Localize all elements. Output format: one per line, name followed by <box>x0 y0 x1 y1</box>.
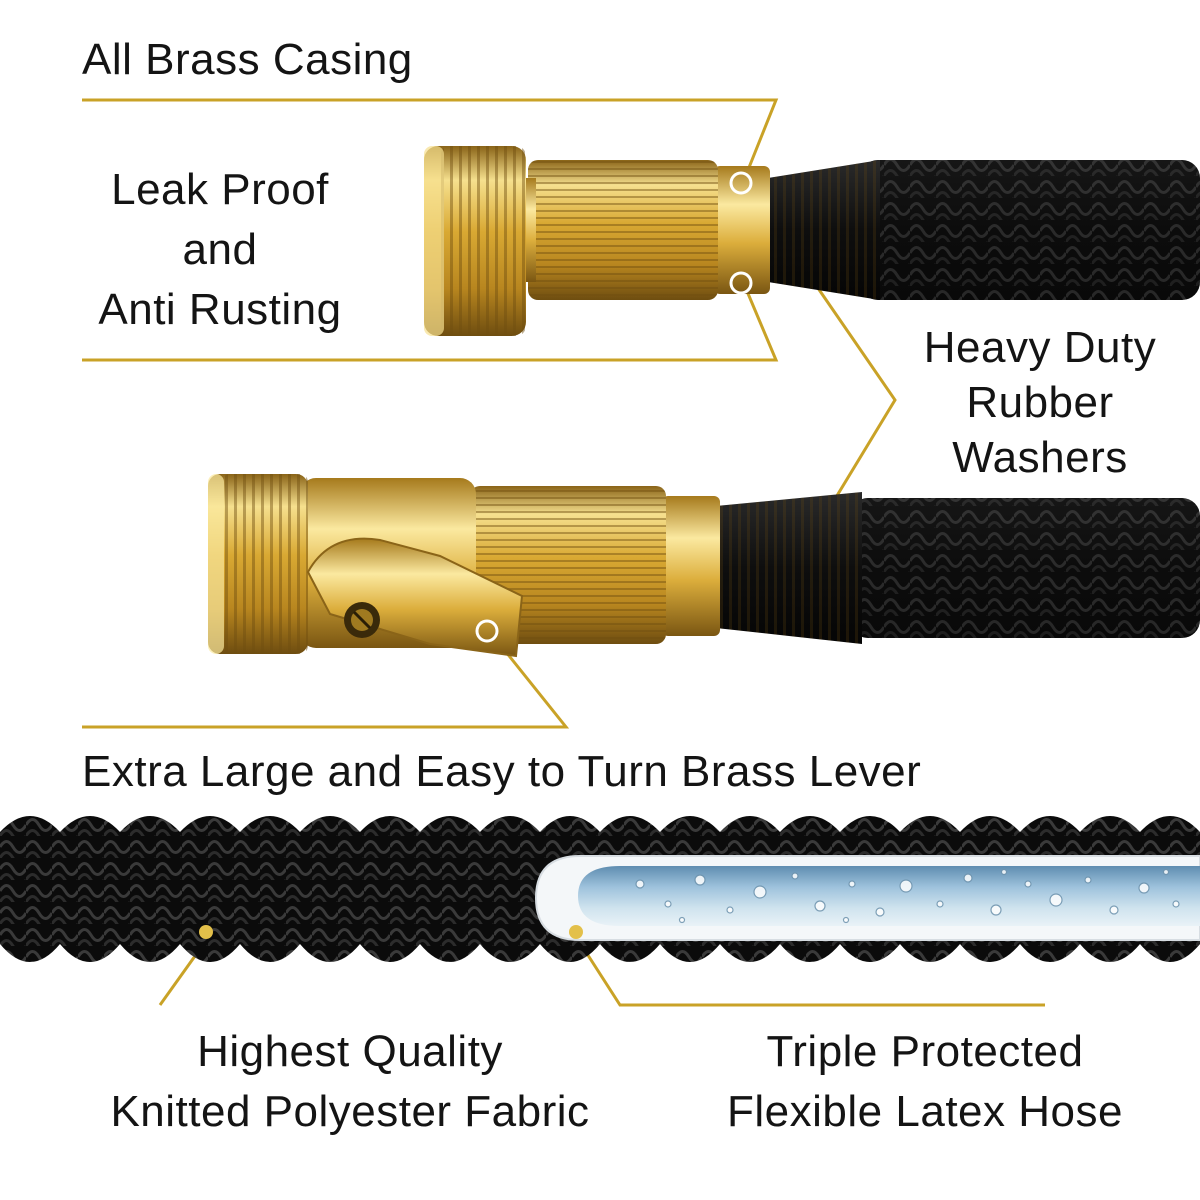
label-all-brass-casing: All Brass Casing <box>82 35 413 84</box>
label-latex-hose: Triple Protected Flexible Latex Hose <box>680 1022 1170 1142</box>
bottom-hose <box>0 816 1200 962</box>
label-polyester-fabric: Highest Quality Knitted Polyester Fabric <box>60 1022 640 1142</box>
middle-connector <box>208 474 1200 658</box>
label-line: Anti Rusting <box>98 285 342 334</box>
label-line: and <box>182 225 258 274</box>
label-line: Flexible Latex Hose <box>727 1087 1123 1136</box>
label-line: Heavy Duty <box>923 323 1157 372</box>
label-line: Rubber <box>966 378 1114 427</box>
label-line: Knitted Polyester Fabric <box>110 1087 590 1136</box>
label-line: Leak Proof <box>111 165 329 214</box>
leader-lines <box>82 98 1045 1007</box>
label-brass-lever: Extra Large and Easy to Turn Brass Lever <box>82 747 922 796</box>
label-rubber-washers: Heavy Duty Rubber Washers <box>890 320 1190 485</box>
label-leak-proof: Leak Proof and Anti Rusting <box>60 160 380 340</box>
label-line: Highest Quality <box>197 1027 503 1076</box>
top-connector <box>424 146 1200 336</box>
label-line: Triple Protected <box>766 1027 1084 1076</box>
label-line: Washers <box>952 433 1128 482</box>
